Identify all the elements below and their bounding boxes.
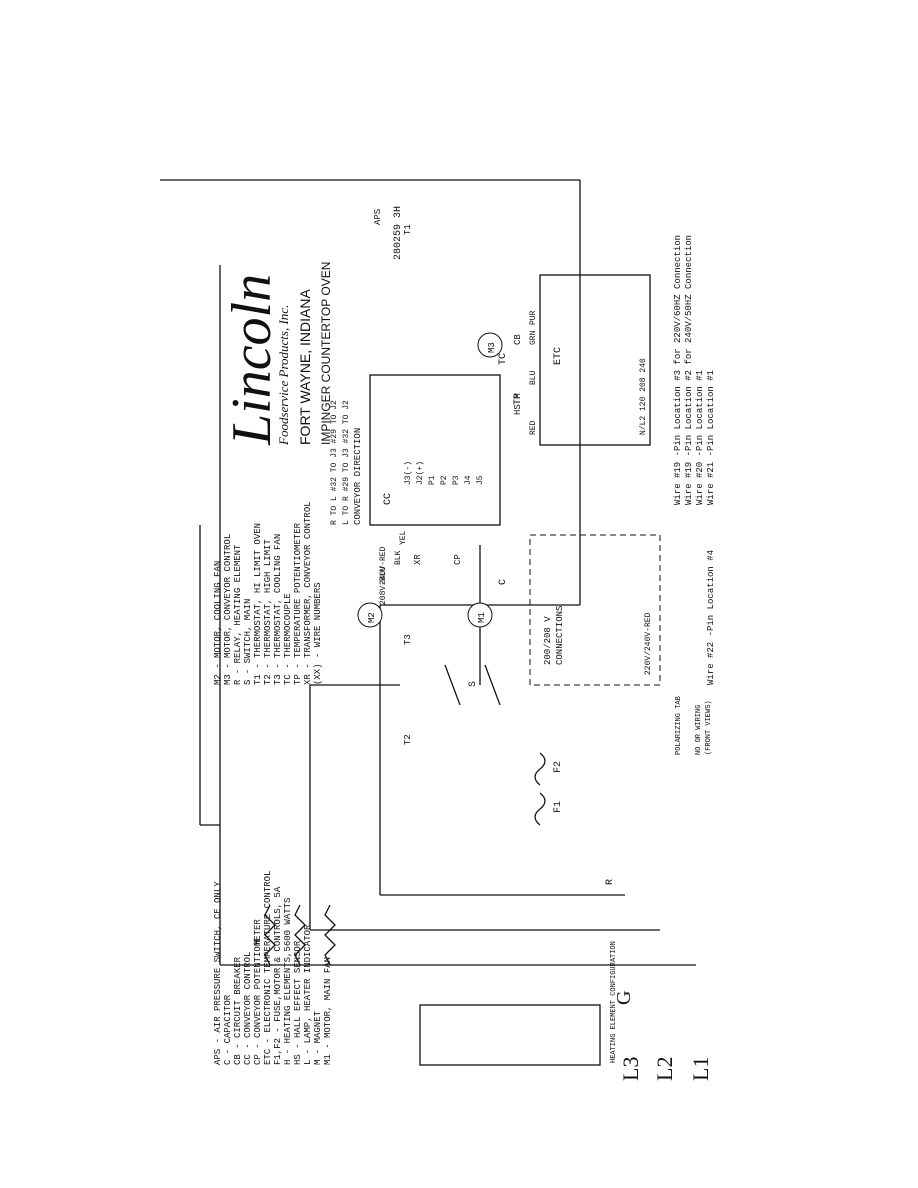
line-label-l3: L3 xyxy=(618,1057,643,1081)
legend-item: T1 - THERMOSTAT, HI LIMIT OVEN xyxy=(253,523,263,685)
aps-label: APS xyxy=(373,209,383,225)
hall-sensor-label: HS M xyxy=(513,393,523,415)
etc-pins-label: N/L2 120 208 240 xyxy=(639,358,648,435)
polarizing-tab-label: POLARIZING TAB xyxy=(675,696,683,755)
pur-label: PUR xyxy=(529,310,538,325)
legend-item: TP - TEMPERATURE POTENTIOMETER xyxy=(293,522,303,685)
legend-item: CC - CONVEYOR CONTROL xyxy=(243,952,253,1065)
grn-label: GRN xyxy=(529,330,538,345)
legend-item: M2 - MOTOR, COOLING FAN xyxy=(213,561,223,685)
conveyor-r-to-l: R TO L #32 TO J3 #29 TO J2 xyxy=(330,400,339,525)
heating-config-box: HEATING ELEMENT CONFIGURATION xyxy=(419,941,618,1066)
heater-label: H xyxy=(253,939,264,945)
legend-item: F1,F2 - FUSE,MOTOR & CONTROLS, 5A xyxy=(273,886,283,1065)
connections-box: 200/208 V CONNECTIONS 220V/240V-RED xyxy=(529,534,661,686)
fuse-f1-label: F1 xyxy=(553,801,564,813)
wire-note-3: Wire #20 -Pin Location #1 xyxy=(695,370,705,505)
legend-item: C - CAPACITOR xyxy=(223,994,233,1065)
brand-block: Lincoln Foodservice Products, Inc. FORT … xyxy=(221,206,404,446)
legend-item: (XX) - WIRE NUMBERS xyxy=(313,582,323,685)
motor-m3-label: M3 xyxy=(487,342,497,353)
capacitor-label: C xyxy=(498,579,509,585)
legend-item: T3 - THERMOSTAT, COOLING FAN xyxy=(273,534,283,685)
v208-blu-label: 208V-BLU xyxy=(379,566,388,605)
transformer-label: XR xyxy=(413,554,423,565)
legend-item: L - LAMP, HEATER INDICATOR xyxy=(303,924,313,1065)
legend-item: M3 - MOTOR, CONVEYOR CONTROL xyxy=(223,534,233,685)
wiring-diagram: L1 L2 L3 G H R F1 F2 S xyxy=(160,179,716,1081)
cc-pin-j5: J5 xyxy=(476,475,485,485)
legend-item: H - HEATING ELEMENTS,5600 WATTS xyxy=(283,898,293,1065)
legend-item: R - RELAY, HEATING ELEMENT xyxy=(233,544,243,685)
connections-220v-label: 220V/240V-RED xyxy=(644,612,653,675)
line-label-l1: L1 xyxy=(688,1057,713,1081)
legend-item: T2 - THERMOSTAT, HIGH LIMIT xyxy=(263,539,273,685)
circuit-breaker-label: CB xyxy=(513,334,523,345)
etc-label: ETC xyxy=(553,347,564,365)
relay-label: R xyxy=(605,879,616,885)
legend-item: ETC - ELECTRONIC TEMPERATURE CONTROL xyxy=(263,871,273,1065)
legend-item: XR - TRANSFORMER, CONVEYOR CONTROL xyxy=(303,501,313,685)
motors: M1 M2 M3 C xyxy=(357,332,509,685)
yel-label: YEL xyxy=(399,530,408,545)
cc-pin-j4: J4 xyxy=(464,475,473,485)
t2-label: T2 xyxy=(403,734,413,745)
brand-logo: Lincoln xyxy=(221,274,283,446)
fuses: F1 F2 xyxy=(534,752,564,826)
red-label: RED xyxy=(529,420,538,435)
cc-pin-p3: P3 xyxy=(452,475,461,485)
brand-product: IMPINGER COUNTERTOP OVEN xyxy=(319,262,333,445)
thermostats: T1 T2 T3 APS xyxy=(373,209,413,745)
wire-notes: Wire #19 -Pin Location #3 for 220V/60HZ … xyxy=(673,235,716,685)
wire-note-2: Wire #19 -Pin Location #2 for 240V/50HZ … xyxy=(684,235,694,505)
blu-label: BLU xyxy=(529,370,538,385)
conveyor-l-to-r: L TO R #29 TO J3 #32 TO J2 xyxy=(342,400,351,525)
cc-pin-p2: P2 xyxy=(440,475,449,485)
switch-label: S xyxy=(468,681,479,687)
conveyor-direction-title: CONVEYOR DIRECTION xyxy=(353,428,363,525)
conveyor-control: CC J3(-) J2(+) P1 P2 P3 J4 J5 CONVEYOR D… xyxy=(330,334,523,605)
legend-item: S - SWITCH, MAIN xyxy=(243,599,253,685)
legend-item: M1 - MOTOR, MAIN FAN xyxy=(323,957,333,1065)
tc-label: TC xyxy=(498,353,509,365)
connections-title: CONNECTIONS xyxy=(555,606,565,665)
main-switch: S xyxy=(444,664,501,706)
blk-label: BLK xyxy=(394,550,403,565)
motor-m2-label: M2 xyxy=(367,612,377,623)
drawing-number: 280259 3H xyxy=(393,206,404,260)
heating-config-label: HEATING ELEMENT CONFIGURATION xyxy=(610,941,618,1063)
t1-label: T1 xyxy=(403,224,413,235)
tp-label: TP xyxy=(513,393,524,405)
legend-item: M - MAGNET xyxy=(313,1010,323,1065)
line-label-g: G xyxy=(613,991,635,1005)
line-label-l2: L2 xyxy=(652,1057,677,1081)
t3-label: T3 xyxy=(403,634,413,645)
connections-voltage: 200/208 V xyxy=(543,616,553,665)
legend-item: TC - THERMOCOUPLE xyxy=(283,593,293,685)
cc-label: CC xyxy=(383,493,394,505)
legend-right: M2 - MOTOR, COOLING FAN M3 - MOTOR, CONV… xyxy=(213,501,323,685)
legend-item: CB - CIRCUIT BREAKER xyxy=(233,956,243,1065)
heating-elements: H xyxy=(253,904,336,966)
cc-pin-p1: P1 xyxy=(428,475,437,485)
v240-red-label: 240V-RED xyxy=(379,546,388,585)
cc-pin-j3: J3(-) xyxy=(404,461,413,485)
legend-item: APS - AIR PRESSURE SWITCH, CE ONLY xyxy=(213,881,223,1065)
brand-city: FORT WAYNE, INDIANA xyxy=(297,289,313,445)
legend-item: CP - CONVEYOR POTENTIOMETER xyxy=(253,919,263,1065)
brand-subtitle: Foodservice Products, Inc. xyxy=(276,305,291,446)
wire-note-4: Wire #21 -Pin Location #1 xyxy=(706,370,716,505)
front-view-label: (FRONT VIEWS) xyxy=(705,700,713,755)
wire-note-5: Wire #22 -Pin Location #4 xyxy=(706,550,716,685)
fuse-f2-label: F2 xyxy=(553,761,564,773)
no-wiring-label: NO OR WIRING xyxy=(695,705,703,755)
motor-m1-label: M1 xyxy=(477,612,487,623)
legend-item: HS - HALL EFFECT SENSOR xyxy=(293,940,303,1065)
potentiometer-label: CP xyxy=(453,554,463,565)
legend-left: APS - AIR PRESSURE SWITCH, CE ONLY C - C… xyxy=(213,871,333,1065)
cc-pin-j2: J2(+) xyxy=(416,461,425,485)
etc-controller: ETC N/L2 120 208 240 TP TC GRN PUR BLU R… xyxy=(498,274,651,446)
wire-note-1: Wire #19 -Pin Location #3 for 220V/60HZ … xyxy=(673,235,683,505)
